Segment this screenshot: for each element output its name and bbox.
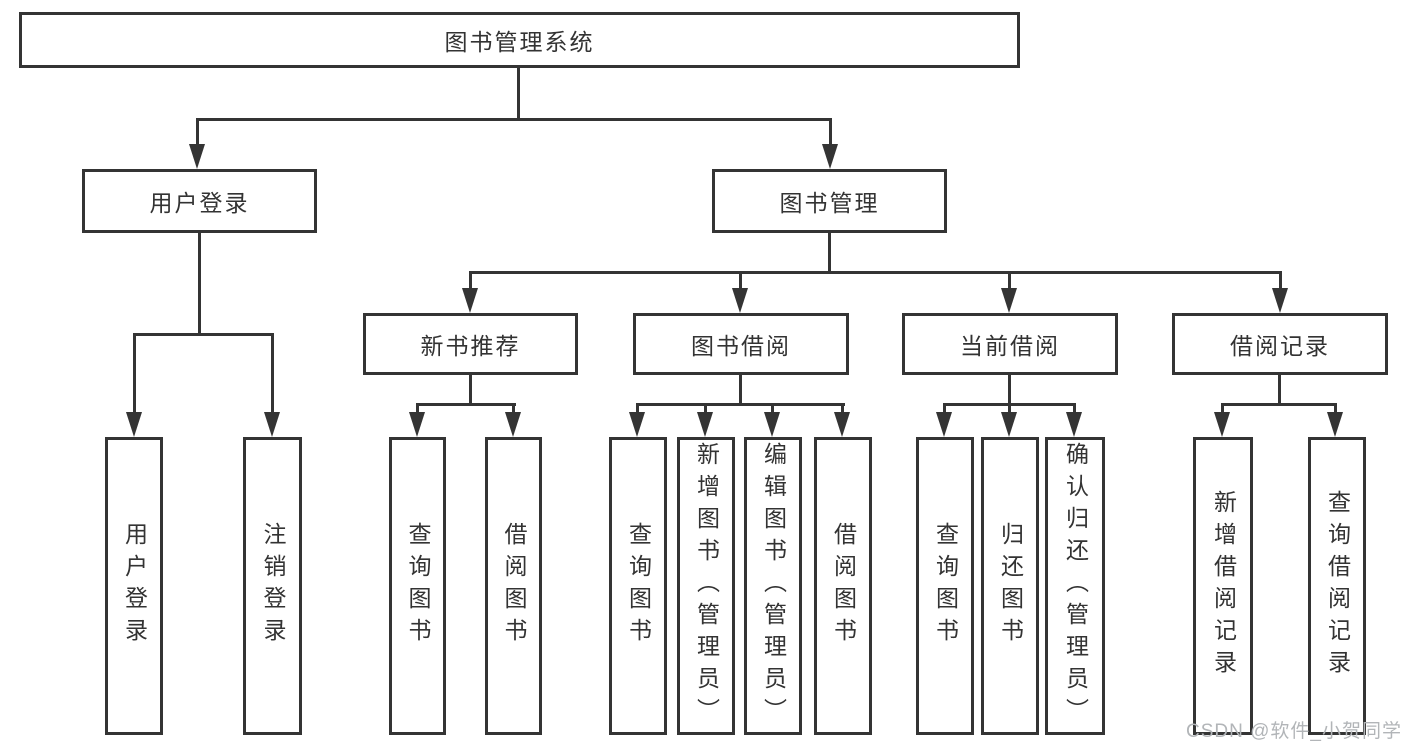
node-book-borrowing: 图书借阅 bbox=[633, 313, 849, 375]
leaf-add-borrow-record: 新增借阅记录 bbox=[1193, 437, 1253, 735]
connector-line bbox=[133, 333, 274, 336]
leaf-add-book-admin: 新增图书（管理员） bbox=[677, 437, 735, 735]
leaf-confirm-return-admin: 确认归还（管理员） bbox=[1045, 437, 1105, 735]
node-label: 当前借阅 bbox=[960, 333, 1060, 359]
connector-line bbox=[1221, 403, 1337, 406]
arrow-down-icon bbox=[189, 144, 205, 169]
connector-line bbox=[943, 403, 946, 415]
node-user-login: 用户登录 bbox=[82, 169, 317, 233]
node-current-borrowing: 当前借阅 bbox=[902, 313, 1118, 375]
connector-line bbox=[841, 403, 844, 415]
connector-line bbox=[771, 403, 774, 415]
leaf-user-login: 用户登录 bbox=[105, 437, 163, 735]
connector-line bbox=[1221, 403, 1224, 415]
leaf-borrow-books-recommend: 借阅图书 bbox=[485, 437, 542, 735]
connector-line bbox=[1073, 403, 1076, 415]
arrow-down-icon bbox=[1001, 412, 1017, 437]
leaf-logout: 注销登录 bbox=[243, 437, 302, 735]
connector-line bbox=[517, 68, 520, 120]
connector-line bbox=[196, 118, 832, 121]
connector-line bbox=[469, 271, 472, 291]
node-label: 确认归还（管理员） bbox=[1062, 442, 1089, 730]
connector-line bbox=[829, 118, 832, 148]
node-label: 借阅记录 bbox=[1230, 333, 1330, 359]
csdn-watermark: CSDN @软件_小贺同学 bbox=[1186, 721, 1402, 742]
leaf-query-books-recommend: 查询图书 bbox=[389, 437, 446, 735]
node-library-management-system: 图书管理系统 bbox=[19, 12, 1020, 68]
arrow-down-icon bbox=[697, 412, 713, 437]
node-book-management: 图书管理 bbox=[712, 169, 947, 233]
arrow-down-icon bbox=[834, 412, 850, 437]
arrow-down-icon bbox=[126, 412, 142, 437]
connector-line bbox=[416, 403, 419, 415]
node-label: 图书借阅 bbox=[691, 333, 791, 359]
node-label: 借阅图书 bbox=[830, 522, 857, 650]
node-label: 图书管理 bbox=[779, 190, 880, 216]
arrow-down-icon bbox=[462, 288, 478, 313]
connector-line bbox=[469, 271, 1282, 274]
node-label: 注销登录 bbox=[260, 522, 286, 650]
connector-line bbox=[636, 403, 845, 406]
connector-line bbox=[271, 333, 274, 413]
connector-line bbox=[739, 271, 742, 291]
connector-line bbox=[739, 375, 742, 406]
node-label: 归还图书 bbox=[997, 522, 1024, 650]
arrow-down-icon bbox=[629, 412, 645, 437]
leaf-return-book: 归还图书 bbox=[981, 437, 1039, 735]
node-new-book-recommendation: 新书推荐 bbox=[363, 313, 578, 375]
arrow-down-icon bbox=[1001, 288, 1017, 313]
node-label: 新增借阅记录 bbox=[1210, 490, 1237, 682]
leaf-edit-book-admin: 编辑图书（管理员） bbox=[744, 437, 802, 735]
node-label: 新书推荐 bbox=[420, 333, 521, 359]
node-label: 用户登录 bbox=[149, 190, 250, 216]
connector-line bbox=[1008, 375, 1011, 406]
connector-line bbox=[1278, 375, 1281, 406]
connector-line bbox=[196, 118, 199, 148]
leaf-borrow-books-borrowing: 借阅图书 bbox=[814, 437, 872, 735]
leaf-query-books-borrowing: 查询图书 bbox=[609, 437, 667, 735]
node-label: 新增图书（管理员） bbox=[693, 442, 720, 730]
arrow-down-icon bbox=[822, 144, 838, 169]
arrow-down-icon bbox=[764, 412, 780, 437]
arrow-down-icon bbox=[732, 288, 748, 313]
arrow-down-icon bbox=[1066, 412, 1082, 437]
arrow-down-icon bbox=[1214, 412, 1230, 437]
arrow-down-icon bbox=[1327, 412, 1343, 437]
node-label: 查询图书 bbox=[405, 522, 431, 650]
connector-line bbox=[469, 375, 472, 406]
leaf-query-borrow-record: 查询借阅记录 bbox=[1308, 437, 1366, 735]
connector-line bbox=[1008, 271, 1011, 291]
node-label: 借阅图书 bbox=[501, 522, 527, 650]
connector-line bbox=[198, 233, 201, 336]
arrow-down-icon bbox=[936, 412, 952, 437]
arrow-down-icon bbox=[409, 412, 425, 437]
node-label: 查询图书 bbox=[625, 522, 652, 650]
arrow-down-icon bbox=[1272, 288, 1288, 313]
node-borrowing-records: 借阅记录 bbox=[1172, 313, 1388, 375]
node-label: 图书管理系统 bbox=[444, 29, 595, 55]
connector-line bbox=[1334, 403, 1337, 415]
node-label: 用户登录 bbox=[121, 522, 148, 650]
connector-line bbox=[636, 403, 639, 415]
connector-line bbox=[416, 403, 516, 406]
connector-line bbox=[828, 233, 831, 274]
connector-line bbox=[1008, 403, 1011, 415]
connector-line bbox=[133, 333, 136, 413]
node-label: 编辑图书（管理员） bbox=[760, 442, 787, 730]
arrow-down-icon bbox=[505, 412, 521, 437]
node-label: 查询借阅记录 bbox=[1324, 490, 1351, 682]
connector-line bbox=[704, 403, 707, 415]
node-label: 查询图书 bbox=[932, 522, 959, 650]
connector-line bbox=[1279, 271, 1282, 291]
arrow-down-icon bbox=[264, 412, 280, 437]
leaf-query-books-current: 查询图书 bbox=[916, 437, 974, 735]
connector-line bbox=[512, 403, 515, 415]
